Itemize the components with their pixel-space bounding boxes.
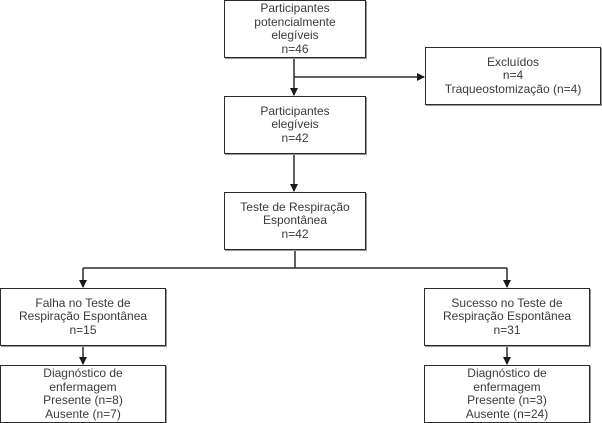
box-nursing-diagnosis-failure: Diagnóstico de enfermagem Presente (n=8)… — [0, 365, 166, 423]
box-text-line: Participantes — [260, 103, 330, 118]
box-text-line: Excluídos — [486, 54, 540, 69]
box-sbt-success: Sucesso no Teste de Respiração Espontâne… — [424, 288, 590, 346]
box-text-line: Traqueostomização (n=4) — [444, 81, 582, 96]
box-text-line: Espontânea — [262, 213, 328, 228]
box-text-line: n=15 — [69, 322, 97, 337]
box-nursing-diagnosis-success: Diagnóstico de enfermagem Presente (n=3)… — [424, 365, 590, 423]
box-text-line: potencialmente — [254, 14, 336, 29]
box-text-line: Respiração Espontânea — [442, 309, 572, 324]
box-text-line: enfermagem — [473, 379, 541, 394]
box-text-line: Presente (n=8) — [43, 393, 123, 407]
box-text-line: n=42 — [281, 130, 309, 145]
box-text-line: Falha no Teste de — [35, 295, 131, 310]
box-text-line: Diagnóstico de — [43, 366, 123, 380]
box-potentially-eligible: Participantes potencialmente elegíveis n… — [224, 0, 366, 58]
box-text-line: n=31 — [493, 322, 521, 337]
box-eligible: Participantes elegíveis n=42 — [224, 96, 366, 154]
box-text-line: n=4 — [502, 68, 524, 83]
box-text-line: Teste de Respiração — [240, 199, 350, 214]
box-text-line: n=46 — [281, 41, 309, 56]
box-text-line: Respiração Espontânea — [18, 309, 148, 324]
box-text-line: Diagnóstico de — [467, 366, 547, 380]
box-text-line: n=42 — [281, 226, 309, 241]
box-text-line: Sucesso no Teste de — [451, 295, 563, 310]
box-spontaneous-breathing-test: Teste de Respiração Espontânea n=42 — [224, 192, 366, 250]
box-text-line: elegíveis — [271, 28, 319, 42]
box-excluded: Excluídos n=4 Traqueostomização (n=4) — [425, 47, 601, 105]
box-text-line: enfermagem — [49, 379, 117, 394]
box-text-line: Ausente (n=7) — [45, 406, 121, 421]
box-text-line: Presente (n=3) — [467, 393, 547, 407]
box-sbt-failure: Falha no Teste de Respiração Espontânea … — [0, 288, 166, 346]
box-text-line: Participantes — [260, 1, 330, 15]
box-text-line: elegíveis — [271, 117, 319, 132]
box-text-line: Ausente (n=24) — [465, 406, 549, 421]
